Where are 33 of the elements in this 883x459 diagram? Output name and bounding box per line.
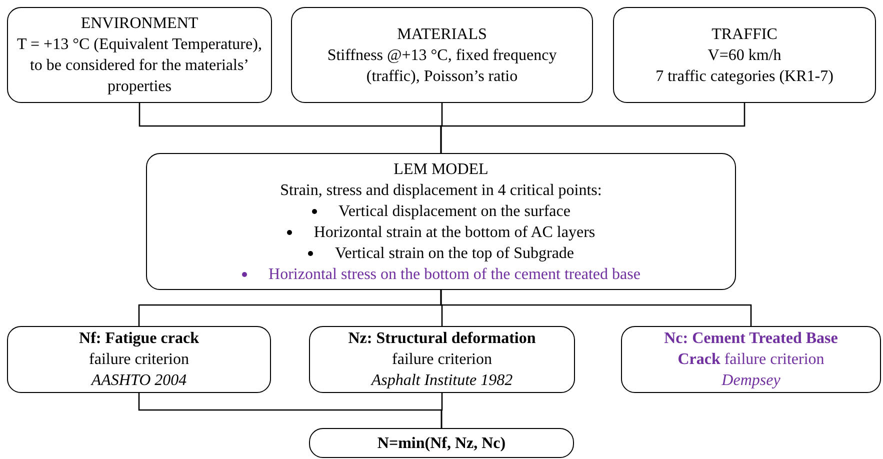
process-box [309, 428, 574, 458]
box-text: Strain, stress and displacement in 4 critical points: [280, 180, 602, 200]
box-text: V=60 km/h [708, 46, 782, 66]
connector-line [440, 393, 443, 428]
bullet-text: Vertical displacement on the surface [338, 202, 570, 222]
process-box [621, 326, 881, 393]
process-box [309, 326, 575, 393]
box-heading: Nz: Structural deformation [348, 329, 536, 349]
box-text: Stiffness @+13 °C, fixed frequency (traffic), Poisson’s ratio [326, 46, 558, 86]
box-text: failure criterion [89, 350, 189, 370]
box-text: Asphalt Institute 1982 [371, 371, 513, 391]
box-heading: Nc: Cement Treated Base Crack failure criterion [663, 329, 839, 370]
process-box [146, 153, 736, 290]
bullet-text: Vertical strain on the top of Subgrade [334, 244, 574, 264]
box-text: N=min(Nf, Nz, Nc) [377, 434, 506, 454]
process-box [7, 7, 272, 103]
bullet-text: Horizontal stress on the bottom of the cement treated base [268, 264, 640, 284]
connector-line [440, 290, 752, 326]
box-heading: MATERIALS [397, 24, 487, 44]
box-text: 7 traffic categories (KR1-7) [656, 66, 834, 86]
box-heading: LEM MODEL [394, 160, 488, 180]
box-text: AASHTO 2004 [91, 371, 187, 391]
box-text: Dempsey [722, 371, 780, 391]
connector-line [440, 103, 746, 153]
box-heading: ENVIRONMENT [80, 14, 198, 34]
bullet-text: Horizontal strain at the bottom of AC layers [314, 222, 596, 242]
process-box [7, 326, 271, 393]
box-heading: Nf: Fatigue crack [79, 329, 199, 349]
box-heading: TRAFFIC [712, 24, 778, 44]
box-text: failure criterion [392, 350, 492, 370]
process-box [291, 7, 593, 103]
box-text: T = +13 °C (Equivalent Temperature), to be considered for the materials’ properties [16, 35, 263, 97]
process-box [613, 7, 876, 103]
